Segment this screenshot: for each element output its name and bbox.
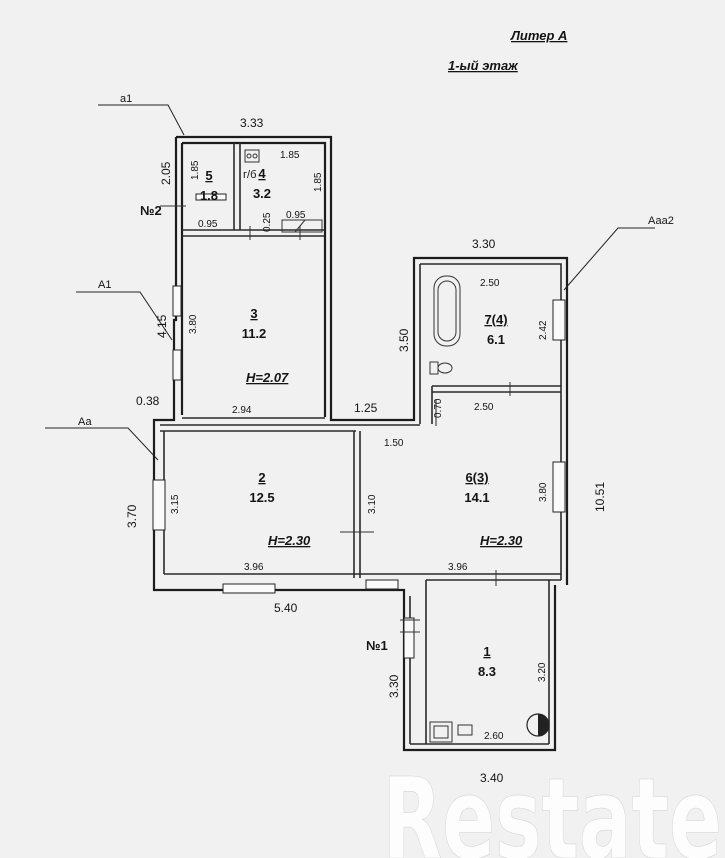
room-6-area: 14.1 bbox=[464, 490, 489, 505]
liter-title: Литер А bbox=[510, 28, 567, 43]
window-a1-upper bbox=[172, 285, 182, 317]
window-room-2 bbox=[152, 479, 166, 531]
dim-2.60: 2.60 bbox=[484, 731, 504, 742]
dim-3.40: 3.40 bbox=[480, 771, 504, 785]
toilet-icon bbox=[437, 362, 453, 374]
room-2-area: 12.5 bbox=[249, 490, 274, 505]
restate-watermark: Restate bbox=[382, 755, 722, 858]
dim-1.85-r4-side: 1.85 bbox=[313, 172, 324, 192]
room-2-height: H=2.30 bbox=[268, 533, 311, 548]
dim-2.50-r7-bottom: 2.50 bbox=[474, 402, 494, 413]
room-3-area: 11.2 bbox=[242, 326, 267, 341]
room-2: 2 12.5 H=2.30 bbox=[249, 470, 311, 548]
label-A1: А1 bbox=[98, 279, 111, 291]
dim-3.50: 3.50 bbox=[397, 328, 411, 352]
label-Aa: Аа bbox=[78, 416, 92, 428]
room-7-number: 7(4) bbox=[484, 312, 507, 327]
window-entry-1 bbox=[403, 617, 415, 659]
floor-title: 1-ый этаж bbox=[448, 58, 519, 73]
label-entry-2: №2 bbox=[140, 203, 162, 218]
windows bbox=[152, 193, 566, 659]
room-1: 1 8.3 bbox=[478, 644, 496, 679]
label-a1: а1 bbox=[120, 93, 132, 105]
room-6: 6(3) 14.1 H=2.30 bbox=[464, 470, 523, 548]
room-2-number: 2 bbox=[258, 470, 265, 485]
room-4-number: 4 bbox=[258, 166, 266, 181]
dim-3.96-r6: 3.96 bbox=[448, 562, 468, 573]
room-7-area: 6.1 bbox=[487, 332, 505, 347]
dim-3.30-r1: 3.30 bbox=[387, 674, 401, 698]
label-entry-1: №1 bbox=[366, 638, 388, 653]
bathtub-icon bbox=[433, 275, 461, 347]
dim-2.42: 2.42 bbox=[538, 320, 549, 340]
room-1-area: 8.3 bbox=[478, 664, 496, 679]
dim-0.38: 0.38 bbox=[136, 394, 160, 408]
dim-3.10: 3.10 bbox=[367, 494, 378, 514]
dim-3.70: 3.70 bbox=[125, 504, 139, 528]
room-4-note: г/б bbox=[243, 169, 256, 181]
room-3-height: H=2.07 bbox=[246, 370, 289, 385]
window-room-2-bottom bbox=[222, 583, 276, 594]
window-bottom-mid bbox=[365, 579, 399, 590]
room-4: 4 3.2 г/б bbox=[243, 166, 271, 201]
label-Aaa2: Ааа2 bbox=[648, 215, 674, 227]
window-room-5 bbox=[195, 193, 227, 201]
dim-1.50: 1.50 bbox=[384, 438, 404, 449]
dim-10.51: 10.51 bbox=[593, 482, 607, 512]
window-room-7 bbox=[552, 299, 566, 341]
dim-1.85-r5: 1.85 bbox=[190, 160, 201, 180]
dimensions: 3.33 2.05 1.85 1.85 1.85 0.95 0.95 0.25 … bbox=[125, 116, 607, 785]
room-3: 3 11.2 H=2.07 bbox=[242, 306, 289, 385]
dim-2.94: 2.94 bbox=[232, 405, 252, 416]
room-7: 7(4) 6.1 bbox=[484, 312, 507, 347]
window-room-6 bbox=[552, 461, 566, 513]
dim-0.70: 0.70 bbox=[433, 398, 444, 418]
dim-0.95-r5: 0.95 bbox=[198, 219, 218, 230]
room-6-height: H=2.30 bbox=[480, 533, 523, 548]
dim-3.15: 3.15 bbox=[170, 494, 181, 514]
door-marks bbox=[160, 205, 511, 633]
room-4-area: 3.2 bbox=[253, 186, 271, 201]
room-5: 5 1.8 bbox=[200, 168, 218, 203]
sink-icon bbox=[281, 219, 323, 233]
fixtures bbox=[244, 149, 550, 743]
dim-2.50-r7-top: 2.50 bbox=[480, 278, 500, 289]
room-5-area: 1.8 bbox=[200, 188, 218, 203]
dim-3.33: 3.33 bbox=[240, 116, 264, 130]
dim-2.05: 2.05 bbox=[159, 161, 173, 185]
dim-3.80-r6: 3.80 bbox=[538, 482, 549, 502]
dim-3.80-r3: 3.80 bbox=[188, 314, 199, 334]
dim-3.30-top: 3.30 bbox=[472, 237, 496, 251]
dim-0.95-r4: 0.95 bbox=[286, 210, 306, 221]
room-1-number: 1 bbox=[483, 644, 490, 659]
dim-0.25: 0.25 bbox=[262, 212, 273, 232]
window-a1-lower bbox=[172, 349, 182, 381]
dim-1.85-r4-top: 1.85 bbox=[280, 150, 300, 161]
dim-5.40: 5.40 bbox=[274, 601, 298, 615]
stove-room-1-icon bbox=[429, 721, 453, 743]
dim-3.20: 3.20 bbox=[537, 662, 548, 682]
stove-icon bbox=[244, 149, 260, 163]
interior-walls bbox=[160, 143, 561, 745]
outer-walls bbox=[152, 135, 569, 752]
dim-4.15: 4.15 bbox=[155, 314, 169, 338]
room-3-number: 3 bbox=[250, 306, 257, 321]
dim-1.25: 1.25 bbox=[354, 401, 378, 415]
dim-3.96-r2: 3.96 bbox=[244, 562, 264, 573]
room-5-number: 5 bbox=[205, 168, 212, 183]
leader-lines bbox=[45, 104, 655, 461]
room-6-number: 6(3) bbox=[465, 470, 488, 485]
sink-room-1-icon bbox=[457, 724, 473, 736]
